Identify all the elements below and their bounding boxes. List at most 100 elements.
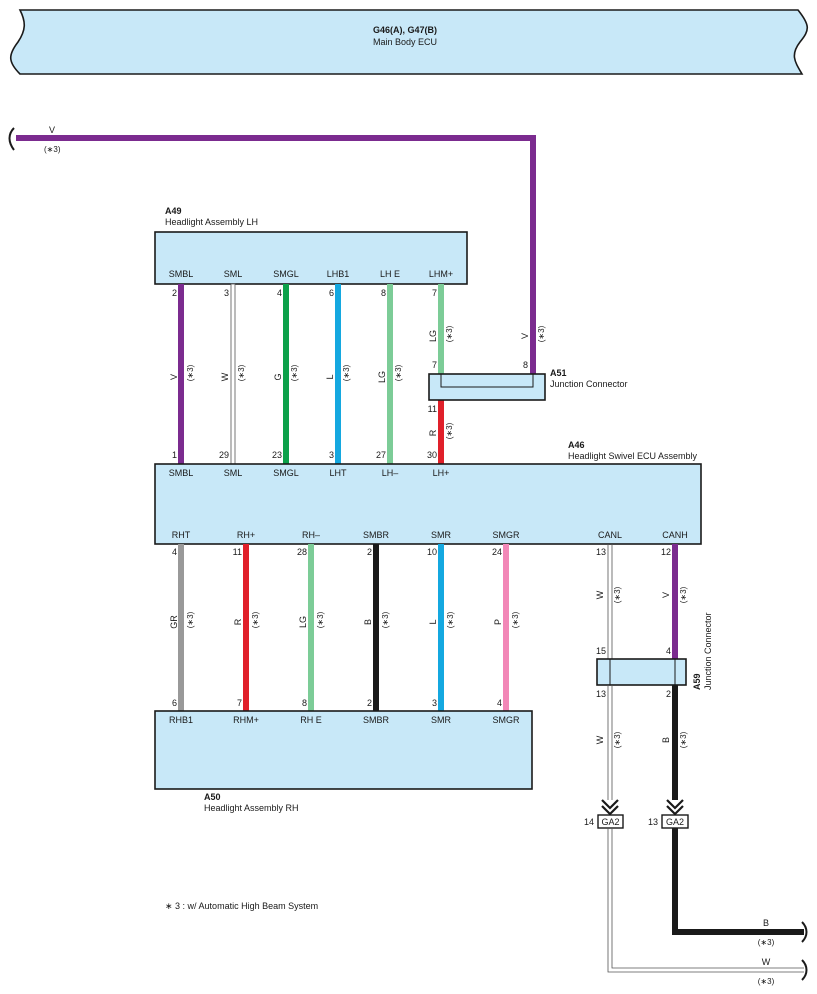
a46-top-terminal: LH+: [433, 468, 450, 478]
bottom-wire-note: (∗3): [758, 938, 775, 947]
top-violet-wire: [16, 135, 536, 374]
rh-wire-color: B: [363, 619, 373, 625]
left-break-symbol: [8, 127, 15, 151]
a50-pin-numbers: 6 7 8 2 3 4: [172, 698, 502, 708]
ga2-left-chevron-icon: [601, 799, 619, 816]
a49-terminal: SMGL: [273, 269, 299, 279]
a49-pin: 7: [432, 288, 437, 298]
lh-wire-color: G: [273, 373, 283, 380]
a50-name: Headlight Assembly RH: [204, 803, 299, 813]
lh-wire-note: (∗3): [445, 325, 454, 342]
a50-pin: 6: [172, 698, 177, 708]
a46-top-terminal: LH–: [382, 468, 399, 478]
a46-top-terminal: SML: [224, 468, 243, 478]
a49-pin: 2: [172, 288, 177, 298]
a49-pin: 8: [381, 288, 386, 298]
lh-wire-note: (∗3): [290, 364, 299, 381]
rh-wire-color: P: [493, 619, 503, 625]
ga2-right-pin: 13: [648, 817, 658, 827]
can-upper-color: V: [661, 592, 671, 598]
wire-w-bottom: [607, 828, 804, 973]
ga2-left-box: [597, 814, 624, 829]
bottom-wire-note: (∗3): [758, 977, 775, 986]
a59-pin: 2: [666, 689, 671, 699]
a46-top-terminals: SMBL SML SMGL LHT LH– LH+: [169, 468, 450, 478]
a46-bottom-pin: 10: [427, 547, 437, 557]
a46-bottom-pin: 13: [596, 547, 606, 557]
a46-bottom-terminal: RHT: [172, 530, 191, 540]
a46-top-terminal: LHT: [329, 468, 347, 478]
a50-pin: 3: [432, 698, 437, 708]
a49-pin: 4: [277, 288, 282, 298]
rh-wire-color: LG: [298, 616, 308, 628]
rh-wire-note: (∗3): [251, 611, 260, 628]
right-break-symbol-w: [801, 959, 808, 981]
a51-code: A51: [550, 368, 567, 378]
a49-terminal: SML: [224, 269, 243, 279]
lh-wire-note: (∗3): [342, 364, 351, 381]
lh-wire-note: (∗3): [237, 364, 246, 381]
a59-box: [596, 658, 687, 686]
a50-terminals: RHB1 RHM+ RH E SMBR SMR SMGR: [169, 715, 520, 725]
wire-canl-lower: [607, 685, 613, 800]
a59-code: A59: [692, 673, 702, 690]
lh-wire-color: LG: [377, 371, 387, 383]
lh-wire-color: V: [169, 374, 179, 380]
a46-name: Headlight Swivel ECU Assembly: [568, 451, 698, 461]
rh-wire-note: (∗3): [186, 611, 195, 628]
a59-pin: 4: [666, 646, 671, 656]
a46-bottom-terminal: CANH: [662, 530, 688, 540]
a46-bottom-terminal: SMR: [431, 530, 452, 540]
a46-top-pin: 3: [329, 450, 334, 460]
can-lower-color: W: [595, 735, 605, 744]
a50-pin: 2: [367, 698, 372, 708]
a49-terminal-labels: SMBL SML SMGL LHB1 LH E LHM+: [169, 269, 453, 279]
a50-pin: 8: [302, 698, 307, 708]
ga2-left-label: GA2: [601, 817, 619, 827]
can-lower-note: (∗3): [679, 731, 688, 748]
a50-terminal: SMR: [431, 715, 452, 725]
a46-bottom-terminal: SMBR: [363, 530, 390, 540]
ga2-right-label: GA2: [666, 817, 684, 827]
a51-wire-v-color: V: [520, 333, 530, 339]
can-upper-color: W: [595, 590, 605, 599]
lh-wire-note: (∗3): [394, 364, 403, 381]
a46-top-pin: 27: [376, 450, 386, 460]
a46-bottom-pin: 24: [492, 547, 502, 557]
main-body-ecu-box: [9, 9, 809, 75]
a46-top-pin: 23: [272, 450, 282, 460]
lh-wire-note: (∗3): [186, 364, 195, 381]
a49-box: [154, 231, 468, 285]
a51-pin: 8: [523, 360, 528, 370]
lh-wire-color: W: [220, 372, 230, 381]
a46-top-pin-numbers: 1 29 23 3 27 30: [172, 450, 437, 460]
top-wire-color: V: [49, 125, 55, 135]
can-lower-color: B: [661, 737, 671, 743]
a46-box: [154, 463, 702, 545]
a51-pin: 11: [428, 404, 437, 414]
a50-terminal: SMGR: [493, 715, 521, 725]
a49-terminal: LHM+: [429, 269, 453, 279]
a51-wire-r-note: (∗3): [445, 422, 454, 439]
a59-name: Junction Connector: [703, 612, 713, 690]
can-lower-note: (∗3): [613, 731, 622, 748]
rh-wire-color: L: [428, 619, 438, 624]
a50-code: A50: [204, 792, 221, 802]
can-upper-note: (∗3): [679, 586, 688, 603]
rh-wire-note: (∗3): [316, 611, 325, 628]
a46-bottom-pin: 4: [172, 547, 177, 557]
lh-wire-labels: V (∗3) W (∗3) G (∗3) L (∗3) LG (∗3) LG (…: [169, 325, 454, 383]
a46-bottom-terminal: RH+: [237, 530, 255, 540]
a49-terminal: LHB1: [327, 269, 350, 279]
main-ecu-code: G46(A), G47(B): [373, 25, 437, 35]
rh-wire-note: (∗3): [381, 611, 390, 628]
a46-bottom-terminals: RHT RH+ RH– SMBR SMR SMGR CANL CANH: [172, 530, 688, 540]
a46-bottom-pin: 12: [661, 547, 671, 557]
rh-wire-note: (∗3): [446, 611, 455, 628]
bottom-wire-color: W: [762, 957, 771, 967]
footnote: ∗ 3 : w/ Automatic High Beam System: [165, 901, 318, 911]
rh-wire-note: (∗3): [511, 611, 520, 628]
can-upper-note: (∗3): [613, 586, 622, 603]
rh-wire-color: GR: [169, 615, 179, 629]
